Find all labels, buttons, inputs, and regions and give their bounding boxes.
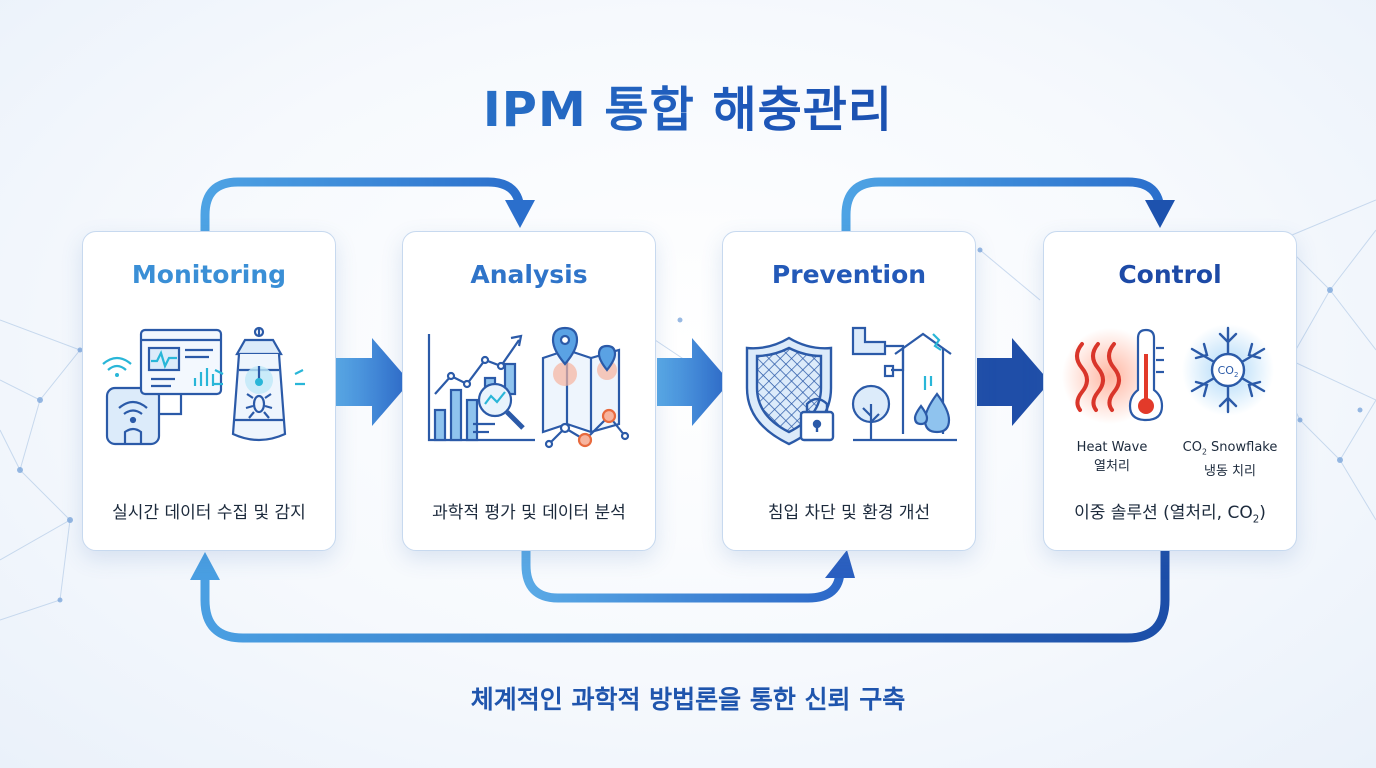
stage-card-monitoring: Monitoring <box>82 231 336 551</box>
stage-title-control: Control <box>1118 260 1222 289</box>
stage-title-analysis: Analysis <box>470 260 588 289</box>
stage-description-monitoring: 실시간 데이터 수집 및 감지 <box>112 503 306 523</box>
stage-description-prevention: 침입 차단 및 환경 개선 <box>767 503 931 523</box>
co2-snowflake-caption: CO2 Snowflake 냉동 치리 <box>1182 440 1278 479</box>
insect-trap-lantern-icon <box>213 326 305 442</box>
stage-card-analysis: Analysis <box>402 231 656 551</box>
stage-title-prevention: Prevention <box>771 260 927 289</box>
chevron-arrow-2 <box>657 338 730 426</box>
arrow-control-to-monitoring <box>190 545 1170 643</box>
stage-description-analysis: 과학적 평가 및 데이터 분석 <box>432 503 626 523</box>
shield-mesh-lock-icon <box>745 336 835 446</box>
map-pin-hotspot-icon <box>541 326 630 449</box>
snowflake-co2-label: CO2 <box>1218 364 1239 379</box>
chevron-arrow-3 <box>977 338 1050 426</box>
heat-wave-thermometer-icon <box>1062 328 1164 424</box>
bar-chart-magnifier-icon <box>427 334 535 442</box>
arrow-monitoring-to-analysis <box>200 177 535 237</box>
wifi-sensor-icon <box>102 356 161 446</box>
prevention-icons <box>735 324 963 458</box>
page-title: IPM 통합 해충관리 <box>0 70 1376 140</box>
building-pipe-tree-icon <box>851 326 957 442</box>
chevron-arrow-1 <box>336 338 410 426</box>
monitoring-icons <box>95 324 323 458</box>
co2-snowflake-icon: CO2 <box>1182 324 1274 416</box>
heat-wave-caption: Heat Wave 열처리 <box>1076 440 1148 474</box>
stage-description-control: 이중 솔루션 (열처리, CO2) <box>1074 503 1266 526</box>
stage-card-control: Control <box>1043 231 1297 551</box>
footer-tagline: 체계적인 과학적 방법론을 통한 신뢰 구축 <box>470 685 906 714</box>
stage-title-monitoring: Monitoring <box>131 260 287 289</box>
stage-card-prevention: Prevention <box>722 231 976 551</box>
control-icons: CO2 <box>1056 324 1284 428</box>
monitor-chart-icon <box>139 328 223 416</box>
analysis-icons <box>415 324 643 458</box>
arrow-prevention-to-control <box>841 177 1175 237</box>
arrow-analysis-to-prevention <box>521 545 855 603</box>
